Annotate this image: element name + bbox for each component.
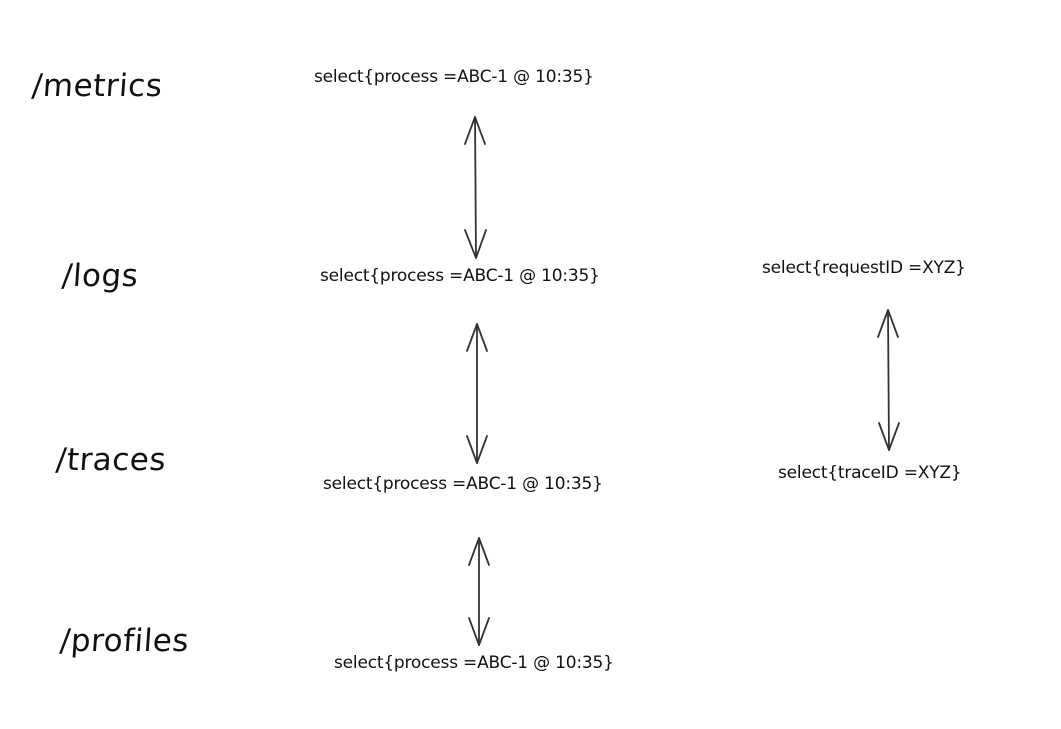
query-metrics: select{process =ABC-1 @ 10:35}: [314, 67, 594, 87]
arrow-requestid-traceid: [877, 309, 900, 451]
query-logs: select{process =ABC-1 @ 10:35}: [320, 266, 600, 286]
arrow-metrics-logs: [464, 116, 487, 259]
arrow-logs-traces: [466, 323, 488, 464]
arrow-traces-profiles: [468, 537, 490, 646]
query-traces-trace-id: select{traceID =XYZ}: [778, 463, 962, 483]
query-profiles: select{process =ABC-1 @ 10:35}: [334, 653, 614, 673]
query-logs-request-id: select{requestID =XYZ}: [762, 258, 966, 278]
query-traces: select{process =ABC-1 @ 10:35}: [323, 474, 603, 494]
